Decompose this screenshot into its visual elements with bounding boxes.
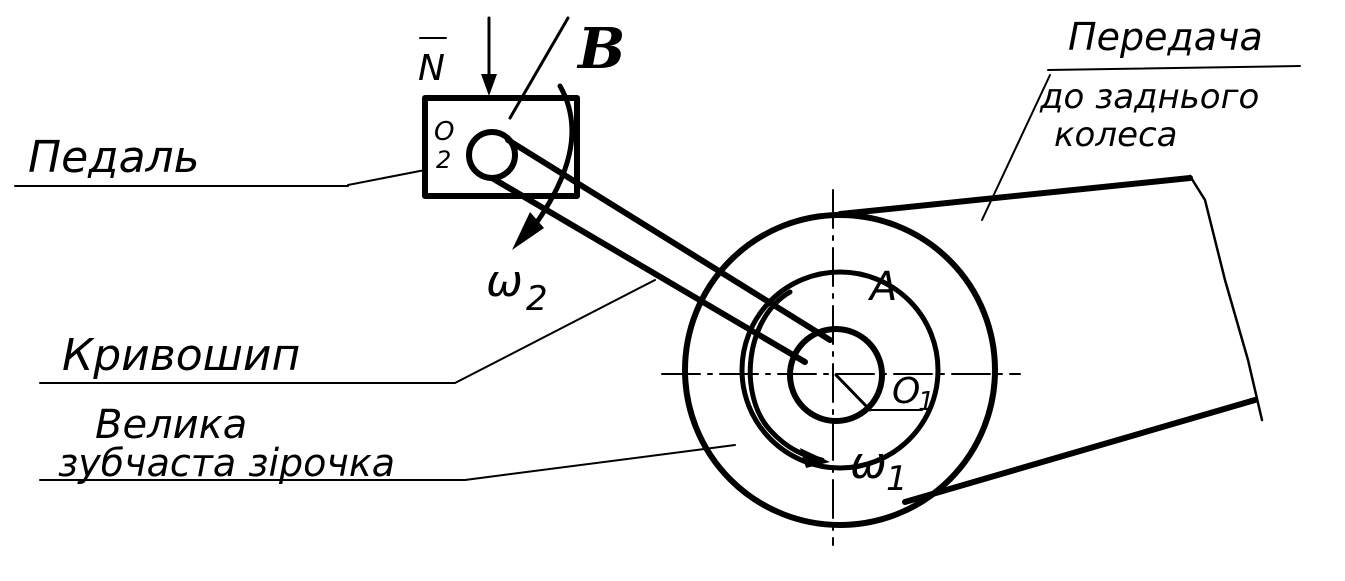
crank-edge-lower (489, 175, 808, 365)
chain-break-line (1188, 174, 1264, 422)
chain-upper (837, 175, 1193, 217)
pedal-axis-index: 2 (436, 146, 451, 174)
omega2-arrowhead (512, 212, 544, 250)
chain-lower (902, 397, 1258, 505)
large-sprocket-outer (682, 212, 998, 528)
crank-leader (454, 279, 656, 384)
omega1-symbol: ω (850, 438, 887, 489)
sprocket-label-line2: зубчаста зірочка (58, 441, 395, 485)
force-n-label: N (418, 48, 445, 89)
pedal-leader (347, 169, 426, 186)
omega1-arrowhead (800, 448, 830, 468)
point-b-label: B (576, 16, 625, 82)
omega2-arc-arrow (532, 83, 575, 228)
b-pointer-line (508, 16, 570, 120)
sprocket-leader (464, 444, 736, 481)
center-o1-letter: O (892, 371, 920, 412)
transmission-leader (981, 74, 1051, 221)
transmission-label-line2: до заднього (1039, 77, 1259, 117)
o1-leader (834, 373, 872, 412)
pedal-axis-letter: O (434, 117, 454, 147)
omega1-arc-arrow (747, 289, 825, 463)
omega2-index: 2 (526, 279, 548, 319)
force-n-arrowhead (481, 74, 497, 96)
pedal-label: Педаль (28, 132, 200, 183)
transmission-underline (1047, 65, 1301, 71)
pedal-axle (466, 129, 518, 181)
omega2-symbol: ω (486, 256, 523, 307)
omega1-index: 1 (886, 459, 908, 499)
transmission-label-line3: колеса (1054, 115, 1178, 155)
point-a-label: A (867, 264, 897, 310)
sprocket-label-line1: Велика (95, 402, 247, 448)
crank-edge-upper (505, 137, 833, 343)
transmission-label-line1: Передача (1068, 15, 1263, 59)
center-o1-index: 1 (918, 387, 935, 417)
crank-label: Кривошип (62, 330, 300, 381)
pedal-body (422, 95, 580, 199)
large-sprocket-inner (739, 269, 941, 471)
